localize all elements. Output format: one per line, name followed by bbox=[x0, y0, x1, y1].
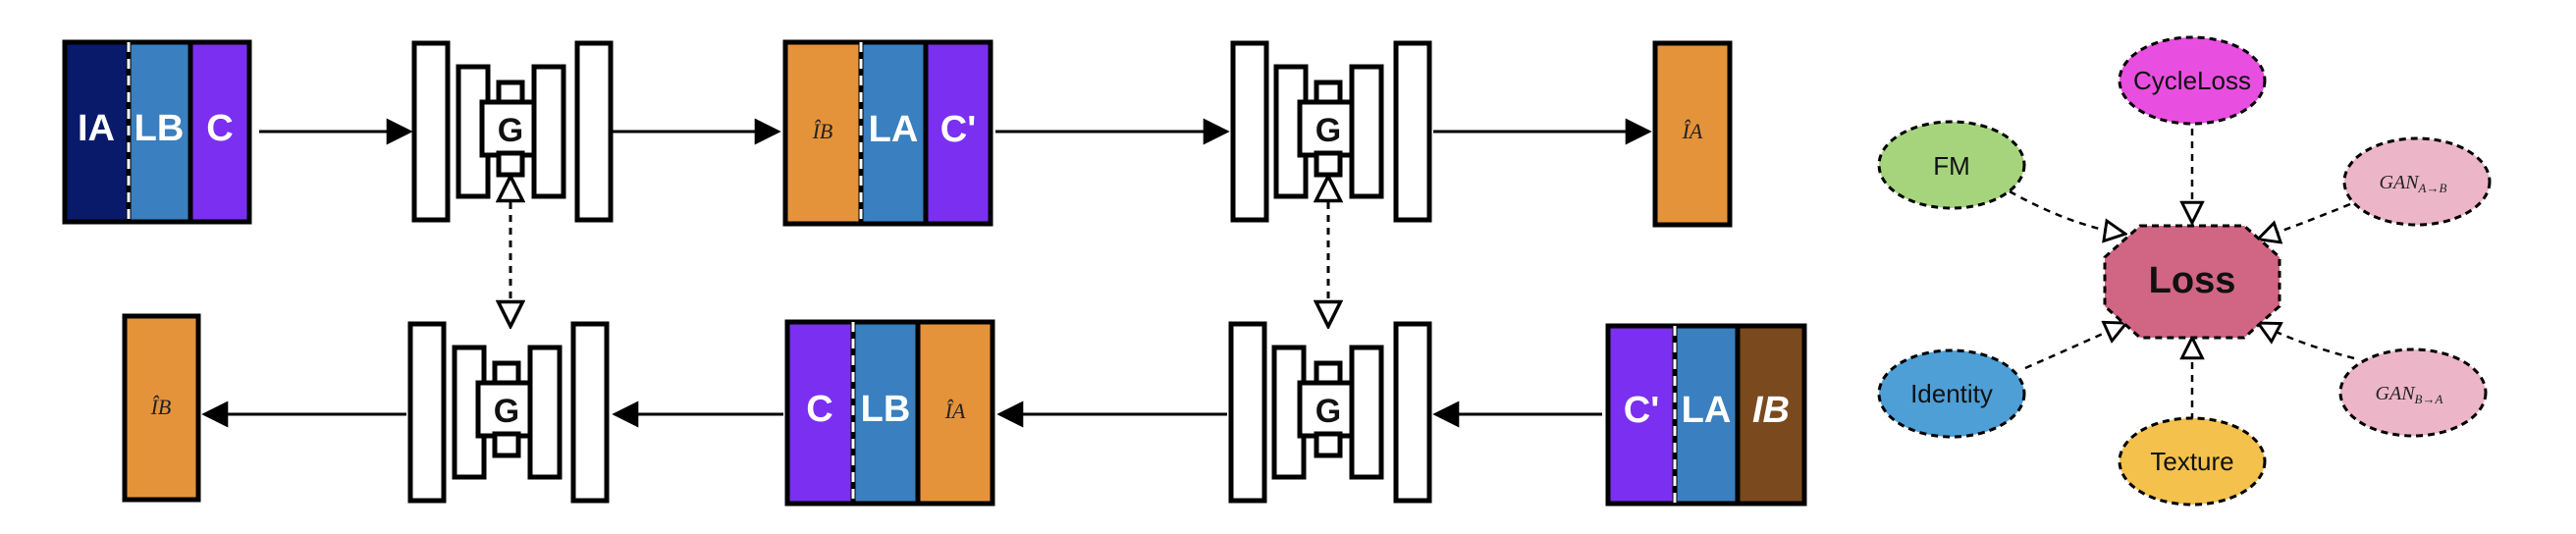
edge-ganab-loss bbox=[2260, 202, 2351, 239]
bottom-middle-stack: C LB ÎA bbox=[784, 319, 995, 507]
c-prime-block bbox=[1605, 323, 1678, 507]
top-input-stack: IA LB C bbox=[62, 39, 252, 225]
generator-top-right: G bbox=[1230, 40, 1432, 223]
lb-label: LB bbox=[861, 389, 911, 430]
ia-hat-label: ÎA bbox=[944, 399, 966, 423]
generator-label: G bbox=[1315, 393, 1341, 430]
edge-fm-loss bbox=[2009, 189, 2123, 234]
c-label: C bbox=[806, 389, 832, 430]
ia-label: IA bbox=[78, 108, 115, 149]
generator-top-left: G bbox=[411, 40, 614, 223]
edge-identity-loss bbox=[2024, 324, 2124, 370]
bottom-output-block bbox=[122, 313, 201, 503]
fm-label: FM bbox=[1933, 151, 1970, 181]
identity-label: Identity bbox=[1910, 379, 1993, 408]
la-block bbox=[1672, 323, 1741, 507]
loss-node bbox=[2103, 224, 2281, 340]
cycle-label: CycleLoss bbox=[2133, 66, 2251, 95]
texture-node bbox=[2118, 416, 2267, 507]
lb-label: LB bbox=[134, 108, 185, 149]
bottom-input-stack: C' LA IB bbox=[1605, 323, 1807, 507]
bottom-output-label: ÎB bbox=[150, 395, 172, 419]
top-output-block bbox=[1652, 40, 1733, 228]
la-label: LA bbox=[1682, 390, 1732, 431]
la-label: LA bbox=[869, 109, 919, 150]
gan-ba-sub: B→A bbox=[2415, 392, 2443, 406]
identity-node bbox=[1877, 348, 2026, 439]
generator-label: G bbox=[1315, 112, 1341, 149]
gan-ba-node bbox=[2338, 347, 2488, 438]
ib-block bbox=[1735, 323, 1807, 507]
lb-block bbox=[126, 39, 193, 225]
top-middle-stack: ÎB LA C' bbox=[782, 39, 993, 227]
top-output-label: ÎA bbox=[1682, 119, 1703, 143]
c-block bbox=[188, 39, 252, 225]
ib-hat-block bbox=[782, 39, 864, 227]
generator-label: G bbox=[498, 112, 523, 149]
cycle-node bbox=[2118, 35, 2267, 126]
c-prime-label: C' bbox=[1624, 390, 1659, 431]
ib-label: IB bbox=[1752, 390, 1790, 431]
generator-bottom-left: G bbox=[407, 321, 610, 504]
fm-node bbox=[1877, 120, 2026, 210]
gan-ba-label: GANB→A bbox=[2376, 383, 2443, 406]
gan-ba-text: GAN bbox=[2376, 383, 2417, 404]
gan-ab-node bbox=[2342, 136, 2492, 227]
ia-block bbox=[62, 39, 132, 225]
generator-label: G bbox=[494, 393, 519, 430]
loss-label: Loss bbox=[2149, 260, 2236, 301]
gan-ab-sub: A→B bbox=[2418, 181, 2447, 195]
lb-block bbox=[850, 319, 921, 507]
gan-ab-text: GAN bbox=[2380, 172, 2421, 193]
c-prime-label: C' bbox=[940, 109, 976, 150]
edge-ganba-loss bbox=[2260, 324, 2355, 360]
texture-label: Texture bbox=[2150, 447, 2233, 476]
c-label: C bbox=[206, 108, 233, 149]
c-prime-block bbox=[923, 39, 993, 227]
generator-bottom-right: G bbox=[1228, 321, 1432, 504]
loss-graph: Loss FM CycleLoss GANA→B Identity Textur… bbox=[1877, 35, 2492, 507]
ib-hat-label: ÎB bbox=[812, 119, 833, 143]
gan-ab-label: GANA→B bbox=[2380, 172, 2447, 195]
ia-hat-block bbox=[915, 319, 995, 507]
